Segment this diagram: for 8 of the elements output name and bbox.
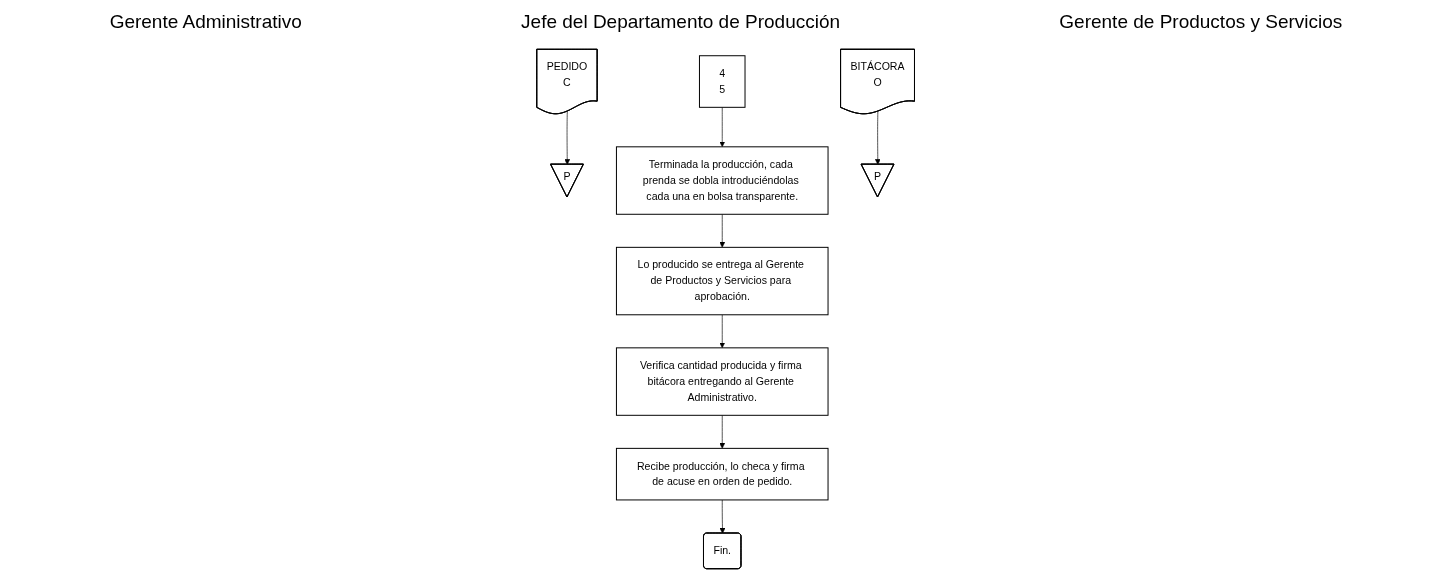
node-box: Terminada la producción, cada prenda se dobla introduciéndolas cada una en bolsa transparente.: [616, 146, 829, 215]
node-box: 4 5: [699, 55, 746, 108]
lane-heading: Jefe del Departamento de Producción: [521, 11, 841, 33]
node-box: Verifica cantidad producida y firma bitácora entregando al Gerente Administrativo.: [616, 347, 829, 416]
node-box: Lo producido se entrega al Gerente de Productos y Servicios para aprobación.: [616, 246, 829, 316]
node-box: Recibe producción, lo checa y firma de acuse en orden de pedido.: [616, 447, 829, 501]
lane-heading: Gerente Administrativo: [109, 11, 302, 33]
lane-heading: Gerente de Productos y Servicios: [1059, 11, 1343, 33]
